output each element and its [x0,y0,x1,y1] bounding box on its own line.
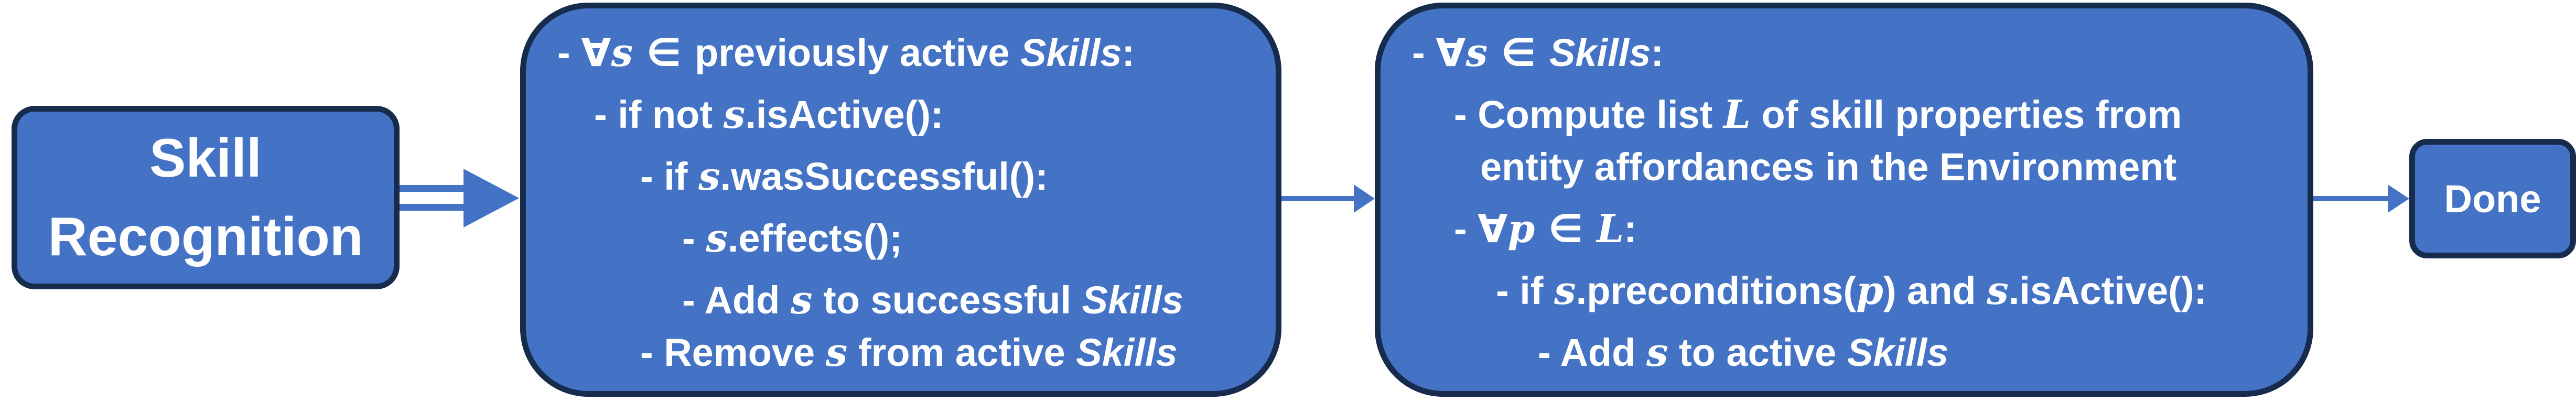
double-arrow-head [464,169,519,227]
forall-symbol: ∀ [1436,30,1466,75]
arrow-b-to-done-head [2388,184,2409,213]
box-a-line-1: - ∀s ∈ previously active Skills: [557,30,1135,75]
skill-recognition-line1: Skill [149,128,262,189]
var-l: L [1723,92,1751,137]
dash: - [640,331,664,374]
box-b-line-5: - if s.preconditions(p) and s.isActive()… [1496,268,2207,313]
var-s: s [790,278,813,323]
var-s: s [698,154,720,199]
var-s: s [1554,268,1576,313]
text: .isActive(): [745,93,944,136]
text: .effects(); [727,216,902,260]
text: previously active [695,31,1021,74]
var-s: s [706,216,728,261]
arrow-a-to-b [1281,184,1375,213]
var-s: s [611,30,633,75]
box-a-line-3: - if s.wasSuccessful(): [640,154,1048,199]
box-a-line-5: - Add s to successful Skills [682,278,1183,323]
dash: - [682,216,706,260]
skills-emph: Skills [1847,331,1949,374]
dash: - [682,278,705,322]
var-s: s [1646,330,1668,375]
text: if [664,155,698,198]
text: entity affordances in the Environment [1480,145,2177,189]
double-arrow [400,169,519,227]
skill-recognition-line2: Recognition [48,207,363,267]
text: Compute list [1478,93,1723,136]
previous-skills-box: - ∀s ∈ previously active Skills: - if no… [520,3,1281,397]
all-skills-box: - ∀s ∈ Skills: - Compute list L of skill… [1375,3,2313,397]
box-a-line-6: - Remove s from active Skills [640,330,1178,375]
forall-symbol: ∀ [581,30,611,75]
element-of-symbol: ∈ [1488,30,1550,75]
skills-emph: Skills [1076,331,1178,374]
text: Add [704,278,791,322]
var-p: p [1507,207,1535,252]
skill-recognition-node: Skill Recognition [12,106,400,289]
skills-emph: Skills [1020,31,1122,74]
text: .preconditions( [1576,269,1857,312]
colon: : [1122,31,1135,74]
box-a-line-2: - if not s.isActive(): [594,92,944,137]
text: Add [1560,331,1646,374]
var-p: p [1856,268,1883,313]
box-b-line-1: - ∀s ∈ Skills: [1412,30,1664,75]
colon: : [1651,31,1664,74]
colon: : [1624,207,1637,251]
dash: - [557,31,581,74]
text: to successful [812,278,1082,322]
skills-emph: Skills [1082,278,1183,322]
dash: - [1538,331,1560,374]
text: if not [618,93,724,136]
box-b-line-4: - ∀p ∈ L: [1454,207,1637,252]
arrow-b-to-done-shaft [2313,196,2389,201]
var-s: s [825,330,848,375]
dash: - [1412,31,1436,74]
text: Remove [664,331,826,374]
text: of skill properties from [1750,93,2182,136]
double-arrow-line-top [400,185,467,192]
dash: - [640,155,664,198]
text: ) and [1883,269,1987,312]
done-node: Done [2409,139,2576,258]
dash: - [1496,269,1520,312]
arrow-a-to-b-shaft [1281,196,1355,201]
box-a-line-4: - s.effects(); [682,216,902,261]
var-s: s [1987,268,2009,313]
var-s: s [723,92,746,137]
text: to active [1668,331,1847,374]
dash: - [1454,93,1478,136]
dash: - [594,93,618,136]
element-of-symbol: ∈ [1535,207,1597,252]
forall-symbol: ∀ [1478,207,1508,252]
dash: - [1454,207,1478,251]
text: .isActive(): [2008,269,2207,312]
box-b-line-2: - Compute list L of skill properties fro… [1454,92,2182,137]
box-b-line-6: - Add s to active Skills [1538,330,1948,375]
arrow-b-to-done [2313,184,2409,213]
skills-emph: Skills [1549,31,1651,74]
var-s: s [1465,30,1488,75]
text: if [1519,269,1554,312]
done-label: Done [2444,177,2541,221]
text: from active [847,331,1076,374]
double-arrow-line-bottom [400,204,467,211]
arrow-a-to-b-head [1354,184,1375,213]
element-of-symbol: ∈ [633,30,695,75]
box-b-line-3: entity affordances in the Environment [1480,145,2176,190]
var-l: L [1597,207,1624,252]
text: .wasSuccessful(): [720,155,1048,198]
